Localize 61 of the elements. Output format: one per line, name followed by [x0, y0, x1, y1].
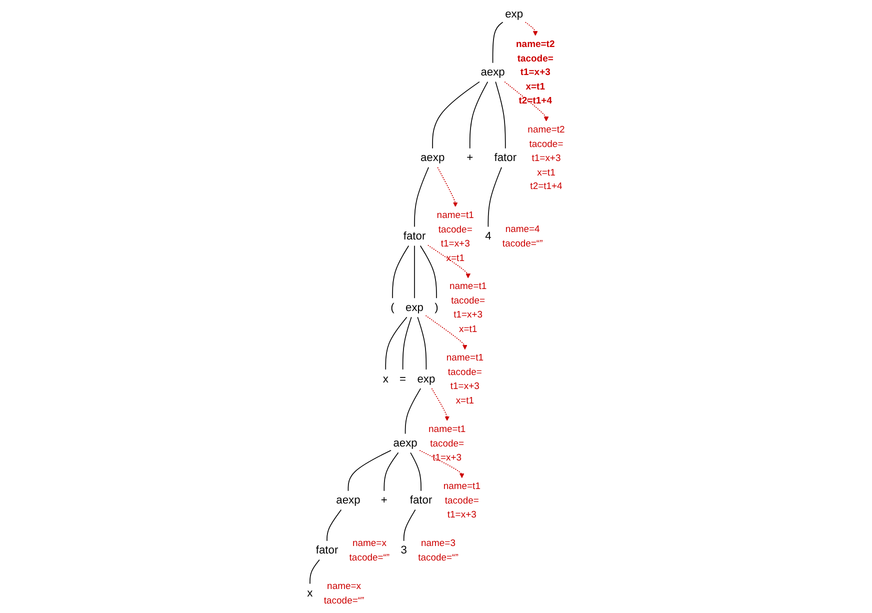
node-text: name=t2 tacode= t1=x+3 x=t1 t2=t1+4: [528, 124, 565, 192]
node-text: name=t1 tacode= t1=x+3 x=t1: [446, 352, 484, 406]
node-text: name=t1 tacode= t1=x+3: [443, 480, 480, 520]
node-text: fator: [494, 152, 517, 164]
arrow: [437, 166, 458, 207]
node-text: x: [382, 372, 388, 386]
connector: [348, 450, 392, 492]
arrow: [419, 450, 464, 478]
node-text: 3: [400, 544, 407, 556]
node-label: name=4: [505, 224, 540, 234]
connector: [326, 509, 342, 542]
node-text: name=t2 tacode= t1=x+3 x=t1 t2=t1+4: [516, 38, 555, 106]
node-text: exp: [505, 8, 524, 20]
node-text: aexp: [336, 494, 360, 506]
node-label: name=3: [420, 538, 456, 548]
node-text: +: [466, 152, 474, 164]
arrow: [431, 388, 450, 421]
node-text: name=t1 tacode= t1=x+3 x=t1: [436, 210, 474, 263]
connector: [420, 245, 437, 299]
node-text: name=t1 tacode= t1=x+3 x=t1: [450, 280, 487, 334]
node-text: aexp: [420, 152, 445, 164]
connector: [495, 81, 506, 149]
connector: [392, 245, 410, 299]
connector: [469, 81, 488, 149]
connector: [488, 166, 502, 228]
connector: [385, 316, 408, 370]
node-text: (: [390, 301, 394, 314]
connector: [403, 509, 416, 542]
node-text: =: [400, 372, 406, 386]
node-label: tacode=“”: [418, 552, 458, 563]
node-text: fator: [403, 230, 426, 242]
node-text: name=t1 tacode= t1=x+3: [428, 424, 466, 463]
node-label: tacode=“”: [502, 238, 543, 249]
connector: [414, 245, 415, 299]
node-text: 4: [485, 230, 492, 242]
node-label: tacode=“”: [349, 552, 390, 563]
connector: [404, 388, 422, 434]
connector: [310, 559, 320, 584]
connector: [384, 452, 399, 492]
node-text: fator: [410, 494, 432, 506]
arrow: [425, 315, 468, 350]
connector: [402, 316, 412, 370]
node-text: +: [380, 494, 388, 506]
arrow: [427, 244, 471, 278]
connector: [410, 452, 422, 492]
connector: [414, 166, 429, 228]
node-text: fator: [316, 544, 338, 556]
node-text: aexp: [393, 437, 418, 450]
connector: [417, 316, 427, 370]
arrow: [524, 22, 538, 36]
node-text: exp: [406, 301, 424, 314]
arrow: [504, 81, 549, 122]
node-text: aexp: [480, 66, 505, 78]
connector: [432, 81, 480, 149]
node-label: tacode=“”: [324, 594, 364, 606]
node-label: name=x: [327, 580, 362, 592]
node-text: exp: [417, 372, 436, 386]
connector: [492, 22, 504, 64]
node-text: ): [434, 301, 438, 314]
node-label: name=x: [352, 538, 386, 548]
node-text: x: [307, 587, 313, 600]
